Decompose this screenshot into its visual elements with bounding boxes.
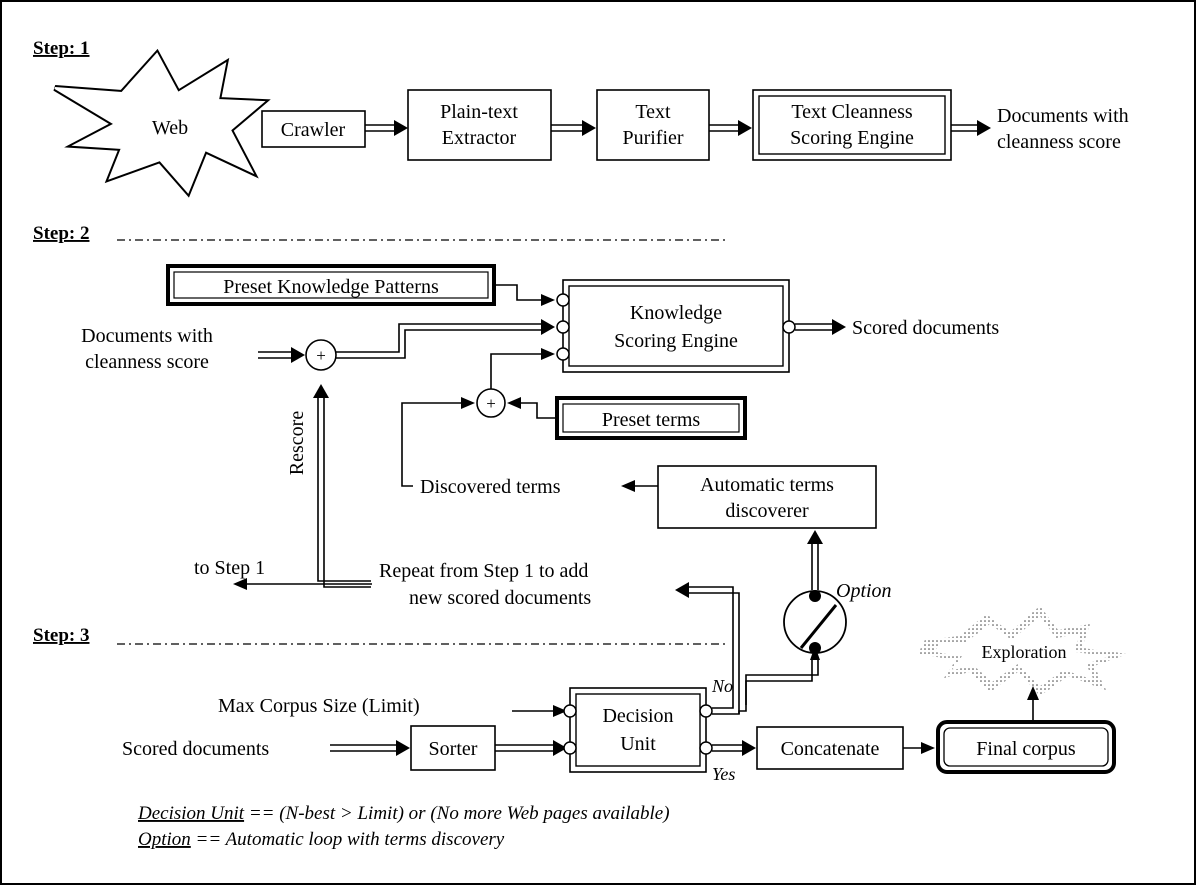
arrow-extractor-purifier	[551, 120, 596, 136]
arrow-to-step1	[233, 578, 372, 590]
option-switch-bottom-contact	[809, 642, 821, 654]
arrow-discoverer-discovered	[621, 480, 658, 492]
knowledge-engine-label-1: Knowledge	[630, 302, 722, 324]
option-label: Option	[836, 580, 892, 602]
arrow-cleanness-output	[951, 120, 991, 136]
arrow-option-discoverer	[807, 530, 823, 590]
final-corpus-box	[936, 720, 1116, 774]
option-switch-top-contact	[809, 590, 821, 602]
legend-decision-def: == (N-best > Limit) or (No more Web page…	[244, 803, 669, 824]
extractor-label-2: Extractor	[442, 127, 517, 149]
sum-junction-2	[476, 388, 506, 418]
decision-port-docs	[563, 741, 577, 755]
engine-port-1	[556, 293, 570, 307]
arrow-final-exploration	[1027, 686, 1039, 722]
rescore-label: Rescore	[286, 411, 308, 476]
decision-unit-label-2: Unit	[620, 733, 656, 755]
decision-unit-label-1: Decision	[602, 705, 673, 727]
legend-decision-line: Decision Unit == (N-best > Limit) or (No…	[137, 803, 670, 824]
step2-heading: Step: 2	[33, 223, 89, 244]
auto-discoverer-box	[657, 465, 877, 529]
step2-input-label-1: Documents with	[81, 325, 213, 347]
preset-terms-box	[555, 396, 747, 440]
arrow-no-repeat	[675, 582, 740, 715]
purifier-box	[596, 89, 710, 161]
cleanness-engine-label-2: Scoring Engine	[790, 127, 914, 149]
arrow-preset-terms-sum2	[507, 397, 557, 419]
step1-output-label-1: Documents with	[997, 105, 1129, 127]
arrow-sum2-engine	[490, 348, 555, 389]
exploration-label: Exploration	[982, 642, 1067, 662]
purifier-label-1: Text	[635, 101, 671, 123]
decision-port-limit	[563, 704, 577, 718]
step2-input-label-2: cleanness score	[85, 351, 209, 373]
step1-output-label-2: cleanness score	[997, 131, 1121, 153]
to-step1-label: to Step 1	[194, 557, 265, 579]
extractor-label-1: Plain-text	[440, 101, 518, 123]
extractor-box	[407, 89, 552, 161]
arrow-patterns-engine	[494, 284, 555, 306]
concatenate-label: Concatenate	[781, 738, 880, 760]
arrow-input-sum1	[258, 347, 305, 363]
step1-heading: Step: 1	[33, 38, 89, 59]
yes-label: Yes	[712, 764, 735, 784]
discovered-terms-label: Discovered terms	[420, 476, 561, 498]
step3-heading: Step: 3	[33, 625, 89, 646]
arrow-purifier-cleanness	[709, 120, 752, 136]
legend-option-def: == Automatic loop with terms discovery	[191, 829, 505, 850]
decision-port-no	[699, 704, 713, 718]
legend-option-line: Option == Automatic loop with terms disc…	[138, 829, 505, 850]
sum-junction-2-plus: +	[486, 394, 496, 413]
scored-docs-output-label: Scored documents	[852, 317, 999, 339]
crawler-box	[261, 110, 366, 148]
engine-port-2	[556, 320, 570, 334]
arrow-max-corpus-decision	[512, 705, 567, 717]
cleanness-engine-box	[752, 89, 952, 161]
no-label: No	[711, 676, 733, 696]
arrow-yes-concatenate	[712, 740, 756, 756]
preset-terms-label: Preset terms	[602, 409, 701, 431]
sorter-box	[410, 725, 496, 771]
max-corpus-label: Max Corpus Size (Limit)	[218, 695, 420, 717]
legend-option-term: Option	[138, 829, 191, 850]
sum-junction-1-plus: +	[316, 346, 326, 365]
arrow-rescore-sum1	[313, 384, 371, 588]
step3-scored-docs-label: Scored documents	[122, 738, 269, 760]
option-switch-lever	[799, 604, 838, 649]
knowledge-engine-label-2: Scoring Engine	[614, 330, 738, 352]
auto-discoverer-label-2: discoverer	[725, 500, 809, 522]
preset-patterns-label: Preset Knowledge Patterns	[223, 276, 439, 298]
decision-unit-box	[569, 687, 707, 773]
arrow-discovered-sum2	[401, 397, 475, 487]
arrow-sorter-decision	[495, 740, 567, 756]
sorter-label: Sorter	[429, 738, 478, 760]
knowledge-engine-box	[562, 279, 790, 373]
legend-decision-term: Decision Unit	[137, 803, 245, 824]
auto-discoverer-label-1: Automatic terms	[700, 474, 834, 496]
final-corpus-label: Final corpus	[976, 738, 1076, 760]
purifier-label-2: Purifier	[622, 127, 683, 149]
cleanness-engine-label-1: Text Cleanness	[791, 101, 913, 123]
repeat-label-2: new scored documents	[409, 587, 591, 609]
arrow-sum1-engine	[336, 319, 555, 359]
sum-junction-1	[305, 339, 337, 371]
decision-port-yes	[699, 741, 713, 755]
arrow-concatenate-final	[903, 742, 935, 754]
arrow-engine-scored	[795, 319, 846, 335]
repeat-label-1: Repeat from Step 1 to add	[379, 560, 588, 582]
arrow-crawler-extractor	[365, 120, 408, 136]
web-label: Web	[152, 117, 188, 139]
arrow-scored-sorter	[330, 740, 410, 756]
crawler-label: Crawler	[281, 119, 346, 141]
engine-output-port	[782, 320, 796, 334]
engine-port-3	[556, 347, 570, 361]
